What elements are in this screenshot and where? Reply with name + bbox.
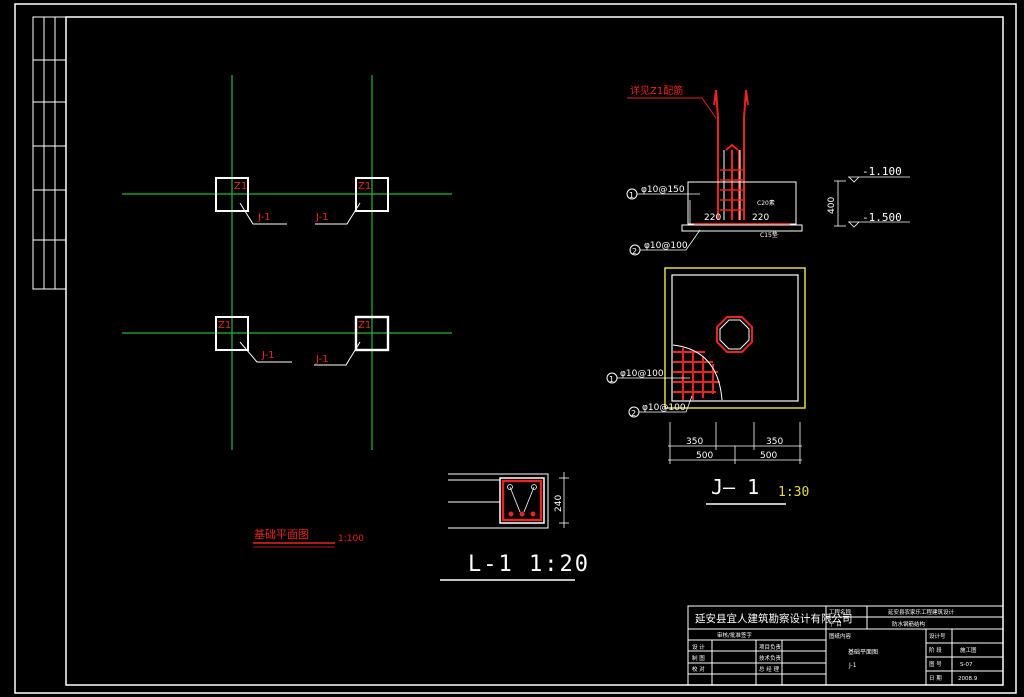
left-offset: 220 <box>704 213 721 223</box>
column-label: Z1 <box>358 181 371 192</box>
dim-left-inner: 350 <box>686 437 703 447</box>
row-label-left: 设 计 <box>692 643 705 651</box>
stage-label: 阶 段 <box>929 646 942 654</box>
content-value-2: J-1 <box>848 662 857 669</box>
row-label-mid: 项目负责 <box>759 643 782 651</box>
project-name: 延安县农家乐工程建筑设计 <box>888 608 955 616</box>
elevation-top: -1.100 <box>862 165 902 178</box>
marker-2: 2 <box>632 247 637 256</box>
outer-frame <box>14 3 1017 694</box>
grid-axes <box>122 75 452 450</box>
date-value: 2008.9 <box>958 676 978 682</box>
marker-1: 1 <box>629 191 634 200</box>
footing-section: 详见Z1配筋 C20素 C15垫 220 220 1 φ10@150 2 φ10… <box>626 84 910 256</box>
drawing-no-label: 设计号 <box>929 632 946 640</box>
footing-label: J-1 <box>261 350 275 361</box>
stage-value: 施工图 <box>960 646 977 654</box>
footing-plan: 1 φ10@100 2 φ10@100 350 350 500 500 J— 1… <box>606 267 809 505</box>
approval-label: 审核/批准签字 <box>717 631 752 639</box>
dim-left-outer: 500 <box>696 451 713 461</box>
beam-section: 240 L-1 1:20 <box>440 472 590 581</box>
footing-callout: 详见Z1配筋 <box>630 84 683 97</box>
beam-title: L-1 1:20 <box>468 552 590 577</box>
plan-marker-1: 1 <box>609 375 614 384</box>
footing-title: J— 1 <box>711 475 759 499</box>
concrete-label: C20素 <box>757 199 775 207</box>
footing-scale: 1:30 <box>778 485 809 500</box>
plan-rebar-1: φ10@100 <box>620 369 664 379</box>
column-label: Z1 <box>358 320 371 331</box>
content-label: 图纸内容 <box>829 632 852 640</box>
height-dimension: 400 <box>827 197 837 214</box>
leader-lines <box>239 202 361 366</box>
date-label: 日 期 <box>929 675 942 682</box>
right-offset: 220 <box>752 213 769 223</box>
top-rebar: φ10@150 <box>641 185 685 195</box>
sub-name: 防水钢筋结构 <box>892 620 926 628</box>
row-label-left: 制 图 <box>692 654 705 662</box>
row-label-left: 校 对 <box>692 665 705 673</box>
dim-right-inner: 350 <box>766 437 783 447</box>
cushion-label: C15垫 <box>760 231 778 239</box>
title-block <box>687 605 1004 686</box>
row-label-mid: 技术负责 <box>759 654 782 662</box>
sub-label: 子 目 <box>829 621 842 628</box>
row-label-mid: 总 经 理 <box>759 665 779 673</box>
elevation-bottom: -1.500 <box>862 211 902 224</box>
title-block-text: 延安县宜人建筑勘察设计有限公司 工程名称 延安县农家乐工程建筑设计 子 目 防水… <box>692 608 978 682</box>
column-boxes <box>215 177 390 352</box>
bottom-rebar: φ10@100 <box>644 241 688 251</box>
content-value: 基础平面图 <box>848 648 878 656</box>
company-name: 延安县宜人建筑勘察设计有限公司 <box>695 612 853 625</box>
column-label: Z1 <box>234 181 247 192</box>
column-label: Z1 <box>218 320 231 331</box>
plan-rebar-2: φ10@100 <box>642 403 686 413</box>
foundation-plan: Z1 Z1 Z1 Z1 J-1 J-1 J-1 J-1 基础平面图 1:100 <box>122 75 452 548</box>
footing-label: J-1 <box>257 212 271 223</box>
sheet-label: 图 号 <box>929 660 942 668</box>
binding-strip <box>32 16 67 290</box>
dim-right-outer: 500 <box>760 451 777 461</box>
plan-title: 基础平面图 <box>254 528 309 541</box>
footing-label: J-1 <box>315 354 329 365</box>
project-label: 工程名称 <box>829 608 852 616</box>
footing-label: J-1 <box>315 212 329 223</box>
beam-dimension: 240 <box>554 495 564 512</box>
inner-frame <box>65 16 1004 686</box>
plan-scale: 1:100 <box>338 534 364 544</box>
plan-marker-2: 2 <box>631 409 636 418</box>
sheet-value: S-07 <box>960 662 973 668</box>
